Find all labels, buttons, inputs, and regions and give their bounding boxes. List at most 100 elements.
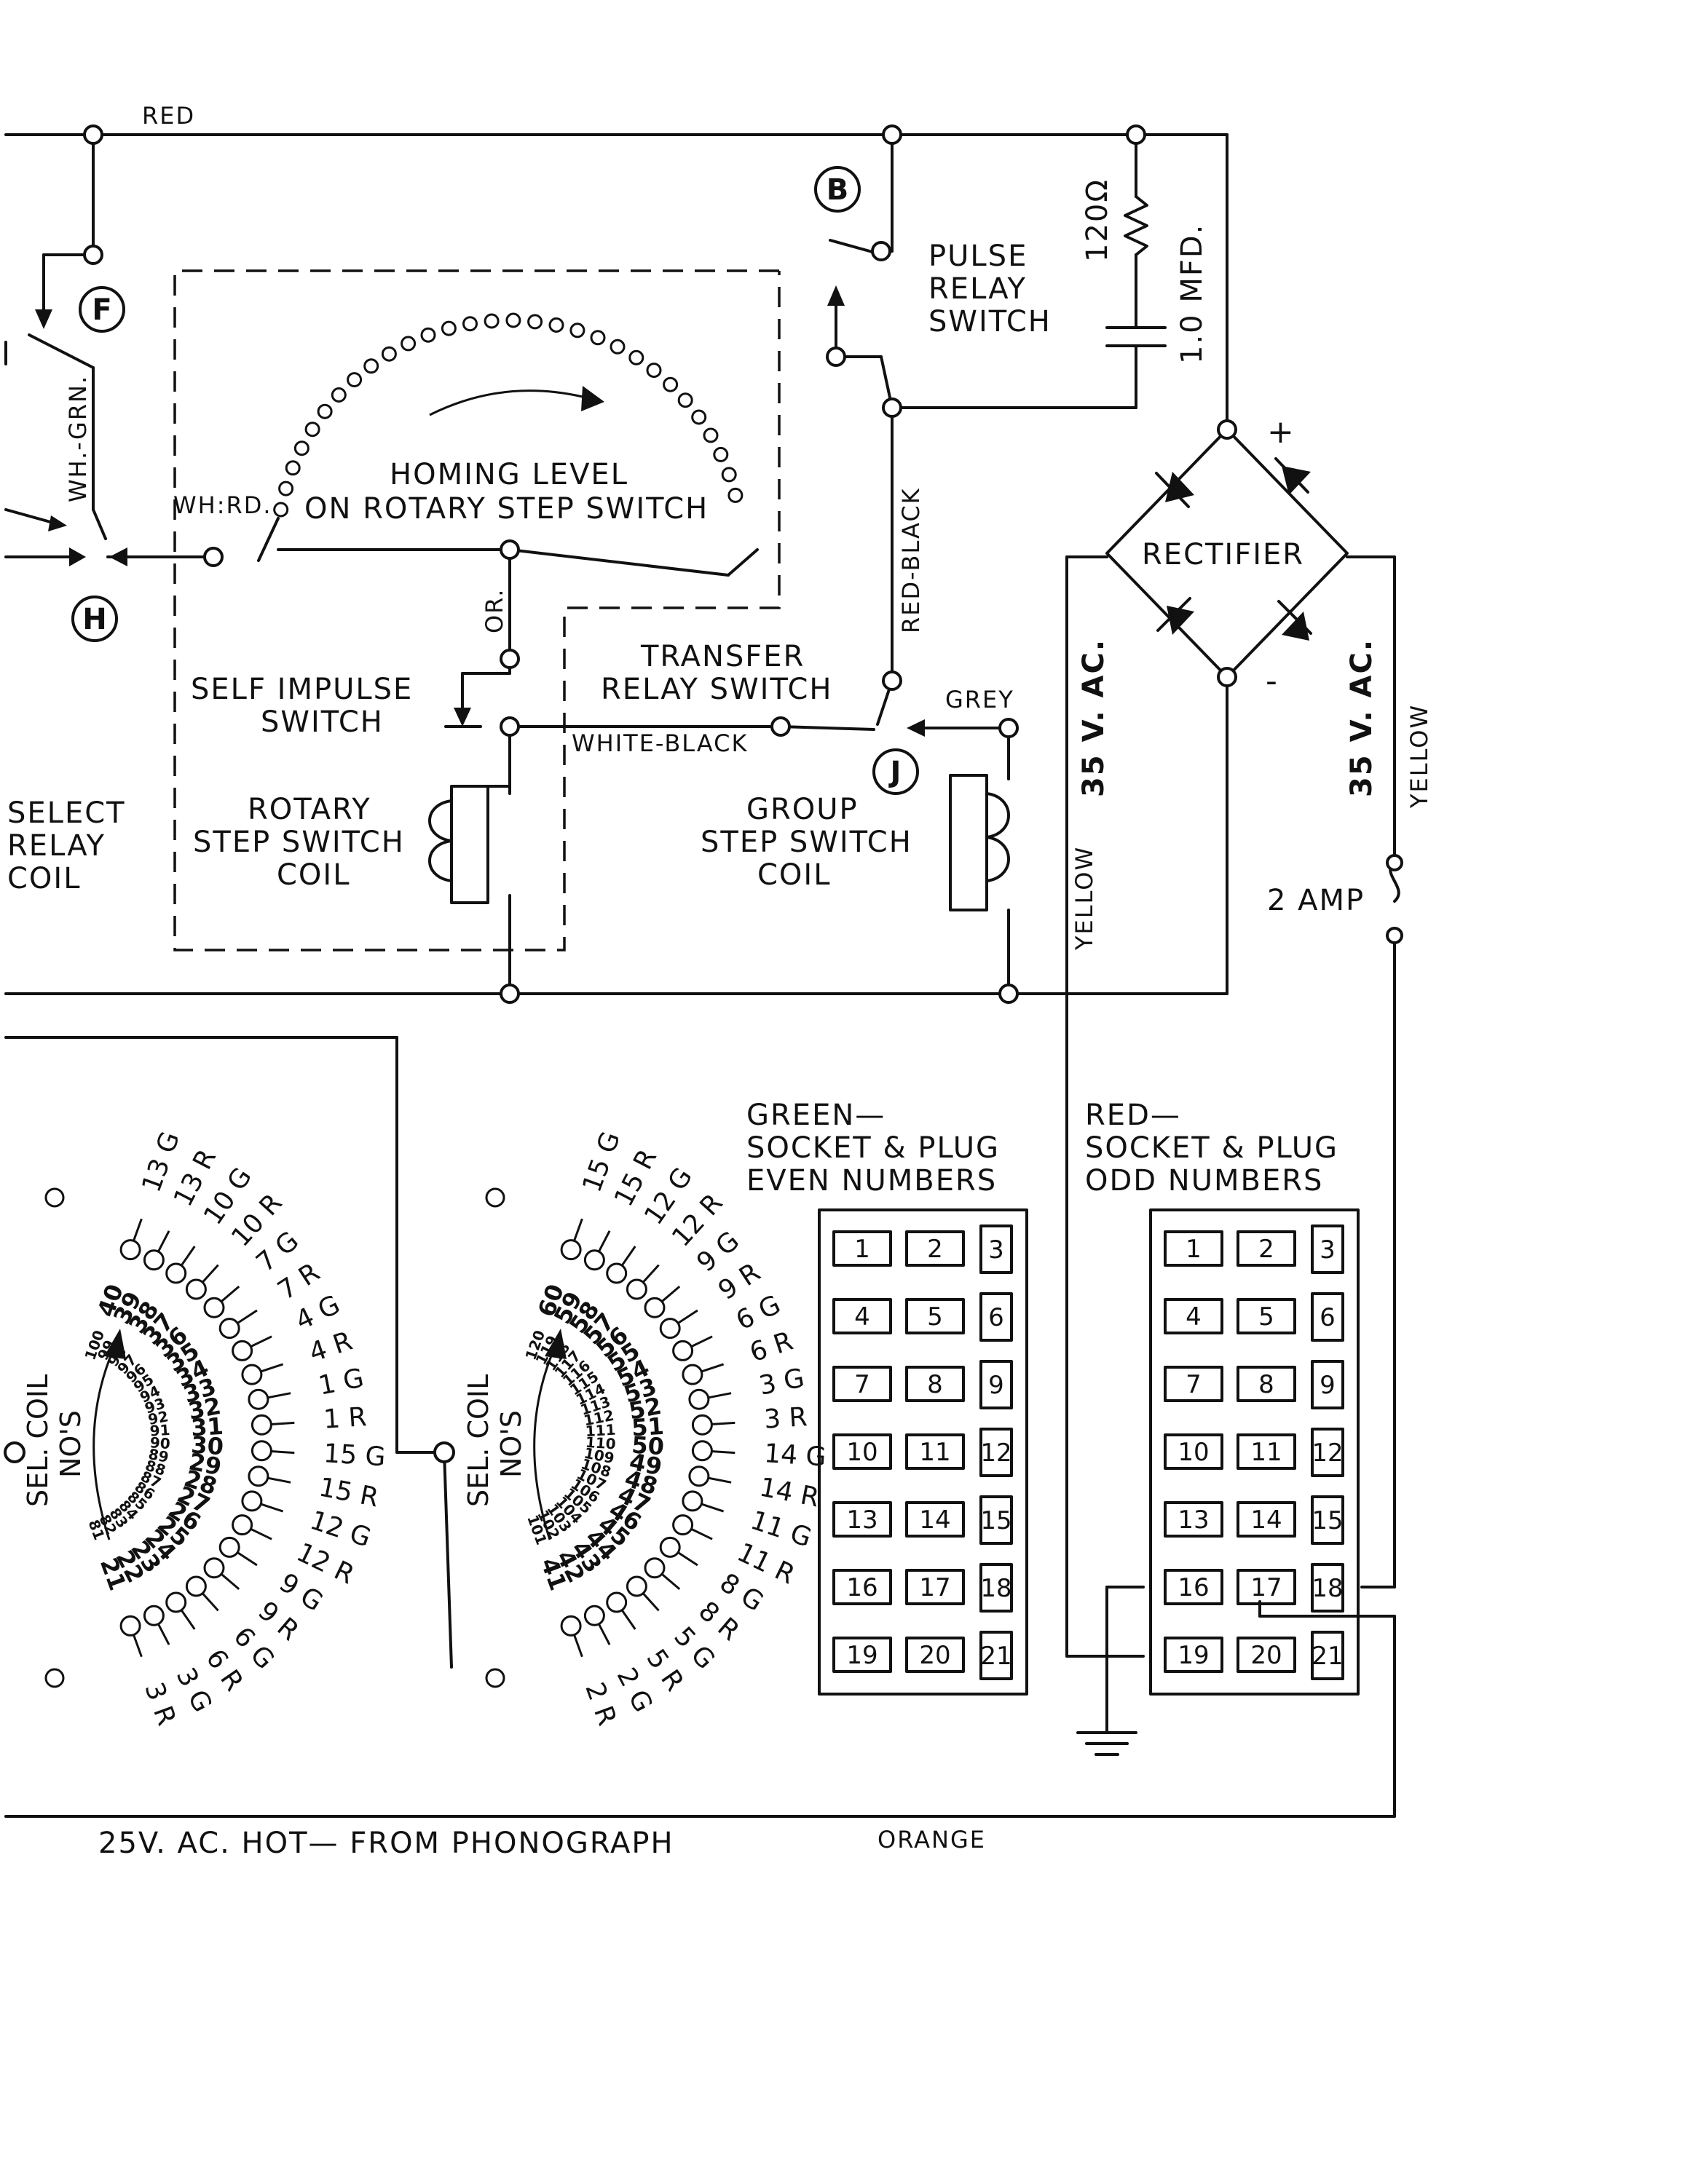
transfer-relay-switch-label: TRANSFER RELAY SWITCH	[601, 640, 832, 706]
homing-contact	[677, 392, 693, 408]
connector-pin	[979, 1495, 1013, 1545]
connector-pin-number: 12	[980, 1439, 1011, 1468]
rotary-step-switch-coil-label: ROTARY STEP SWITCH COIL	[193, 793, 403, 892]
wire-label-orange: ORANGE	[877, 1826, 986, 1853]
svg-text:B: B	[827, 173, 849, 207]
dial-label-line1: SEL. COIL	[22, 1374, 54, 1507]
dial-label-line1: SEL. COIL	[462, 1374, 494, 1507]
dial-label-line2: NO'S	[55, 1410, 87, 1478]
homing-level-label: HOMING LEVEL ON ROTARY STEP SWITCH	[304, 458, 707, 526]
homing-contact	[569, 323, 585, 339]
connector-pin	[1311, 1631, 1344, 1680]
connector-pin	[832, 1366, 892, 1402]
dial-middle-label: 29	[186, 1447, 224, 1481]
connector-pin	[905, 1298, 965, 1334]
connector-pin	[1237, 1230, 1296, 1267]
wire-label-or: OR.	[481, 588, 508, 633]
svg-text:PULSE: PULSE	[928, 240, 1028, 273]
group-step-switch-coil-label: GROUP STEP SWITCH COIL	[701, 793, 911, 892]
dial-inner-label: 89	[147, 1445, 170, 1466]
homing-contact	[363, 358, 379, 374]
connector-pin-number: 5	[1258, 1302, 1274, 1332]
connector-pin-number: 3	[988, 1235, 1004, 1265]
connector-pin-number: 4	[1186, 1302, 1202, 1332]
connector-pin	[832, 1501, 892, 1538]
dial-label-line2: NO'S	[495, 1410, 527, 1478]
svg-text:ODD NUMBERS: ODD NUMBERS	[1085, 1164, 1323, 1198]
connector-pin	[979, 1224, 1013, 1274]
dial-contact	[606, 1591, 628, 1613]
dial-contact	[626, 1278, 647, 1300]
dial-end-contact	[485, 1187, 505, 1208]
homing-contact	[721, 467, 737, 483]
wire-label-red: RED	[142, 102, 195, 130]
junction-dial-left	[4, 1441, 25, 1463]
dial-contact	[232, 1514, 253, 1536]
pulse-relay-switch-label: PULSE RELAY SWITCH	[928, 240, 1050, 339]
dial-contact	[165, 1262, 187, 1284]
svg-text:EVEN NUMBERS: EVEN NUMBERS	[746, 1164, 997, 1198]
homing-contact	[610, 339, 626, 355]
connector-pin	[979, 1360, 1013, 1409]
wire-label-wh-rd: WH:RD.	[173, 491, 272, 519]
dial-contact	[218, 1318, 240, 1340]
dial-outer-label: 1 R	[323, 1402, 368, 1435]
rectifier-label: RECTIFIER	[1142, 538, 1304, 571]
connector-pin-number: 9	[1320, 1371, 1336, 1400]
connector-pin	[1311, 1360, 1344, 1409]
ac-right-label: 35 V. AC.	[1345, 638, 1379, 797]
svg-text:COIL: COIL	[277, 858, 351, 892]
connector-pin-number: 6	[988, 1303, 1004, 1332]
dial-rotation-arrow	[92, 1350, 114, 1540]
connector-pin-number: 17	[1250, 1573, 1282, 1602]
connector-pin	[832, 1433, 892, 1470]
rectifier-minus: -	[1266, 662, 1277, 700]
homing-contact	[331, 387, 347, 403]
connector-pin-number: 16	[846, 1573, 877, 1602]
connector-pin	[832, 1298, 892, 1334]
self-impulse-switch-label: SELF IMPULSE SWITCH	[191, 673, 413, 739]
homing-contact	[285, 460, 301, 476]
wire-label-white-black: WHITE-BLACK	[572, 729, 748, 757]
svg-text:SELF IMPULSE: SELF IMPULSE	[191, 673, 413, 706]
connector-pin	[1311, 1224, 1344, 1274]
connector-pin-number: 14	[1250, 1506, 1282, 1535]
connector-pin	[832, 1637, 892, 1673]
connector-pin-number: 16	[1178, 1573, 1209, 1602]
connector-pin	[979, 1631, 1013, 1680]
dial-contact	[203, 1557, 225, 1579]
connector-pin	[1164, 1298, 1223, 1334]
connector-pin	[905, 1433, 965, 1470]
connector-pin	[979, 1563, 1013, 1613]
connector-pin-number: 8	[927, 1370, 943, 1399]
dial-outer-label: 1 G	[316, 1363, 366, 1401]
dial-middle-label: 52	[626, 1392, 663, 1425]
connector-pin	[1237, 1637, 1296, 1673]
connector-pin-number: 17	[919, 1573, 950, 1602]
connector-pin	[1164, 1637, 1223, 1673]
terminal-j: J	[872, 748, 919, 795]
wire-label-wh-grn: WH.-GRN.	[64, 375, 92, 502]
homing-contact	[713, 446, 729, 462]
connector-pin	[905, 1501, 965, 1538]
svg-text:GREEN—: GREEN—	[746, 1099, 886, 1132]
homing-contact	[304, 422, 320, 438]
supply-label: 25V. AC. HOT— FROM PHONOGRAPH	[98, 1827, 674, 1860]
dial-contact	[659, 1536, 681, 1558]
ac-left-label: 35 V. AC.	[1077, 638, 1111, 797]
dial-contact	[248, 1465, 269, 1487]
svg-text:SELECT: SELECT	[7, 796, 126, 830]
dial-contact	[143, 1249, 165, 1271]
connector-pin	[1237, 1569, 1296, 1605]
junction-nodes	[83, 124, 1403, 1004]
connector-pin-number: 10	[1178, 1438, 1209, 1467]
dial-contact	[560, 1239, 582, 1261]
dial-middle-label: 51	[631, 1412, 665, 1442]
dial-end-contact	[44, 1668, 65, 1688]
dial-contact	[251, 1440, 272, 1462]
connector-pin	[1164, 1569, 1223, 1605]
connector-pin	[1311, 1495, 1344, 1545]
